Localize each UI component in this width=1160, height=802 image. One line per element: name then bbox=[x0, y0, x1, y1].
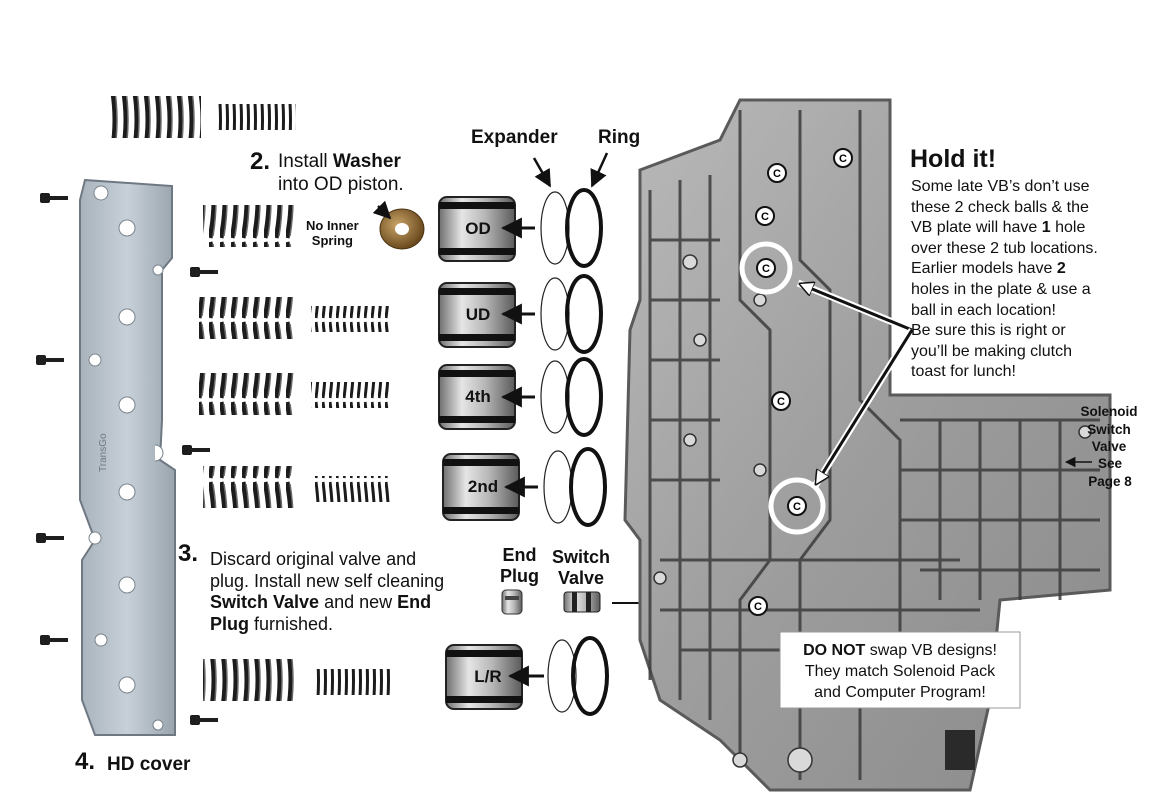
step-3-switch-valve: Switch Valve bbox=[210, 592, 320, 612]
piston-label-od: OD bbox=[465, 219, 491, 238]
solenoid-see-page-label: See Page 8 bbox=[1088, 456, 1132, 489]
piston-label-2nd: 2nd bbox=[467, 477, 499, 496]
highlight-circle-upper bbox=[739, 241, 793, 295]
piston-lr bbox=[445, 644, 523, 710]
hold-line-3: VB plate will have bbox=[911, 219, 1042, 237]
step-3-line2: plug. Install new self cleaning bbox=[210, 570, 445, 591]
4th-spring-inner bbox=[311, 382, 389, 408]
hold-line-2: these 2 check balls & the bbox=[911, 198, 1089, 216]
ud-spring-inner bbox=[311, 306, 389, 332]
warning-line-3: and Computer Program! bbox=[814, 684, 986, 701]
hold-it-arrows bbox=[796, 279, 915, 488]
check-ball: C bbox=[767, 163, 787, 183]
lr-spring-inner bbox=[314, 669, 390, 695]
springs bbox=[107, 96, 390, 701]
step-2-line2: into OD piston. bbox=[278, 174, 404, 195]
step-3-plug: Plug bbox=[210, 613, 249, 634]
top-spring-small bbox=[218, 104, 296, 130]
cover-brand-text: TransGo bbox=[98, 433, 109, 472]
warning-box-bg bbox=[779, 631, 1021, 709]
svg-text:C: C bbox=[761, 211, 769, 223]
check-ball: C bbox=[756, 258, 776, 278]
2nd-spring-inner bbox=[314, 476, 390, 502]
step-3-end: End bbox=[397, 592, 432, 612]
svg-text:C: C bbox=[793, 501, 801, 513]
end-plug-and-switch-valve bbox=[501, 589, 651, 615]
top-spring-large bbox=[107, 96, 201, 138]
expanders-and-rings bbox=[532, 152, 609, 716]
pistons bbox=[438, 196, 523, 710]
piston-4th bbox=[438, 364, 516, 430]
hold-line-10: toast for lunch! bbox=[911, 363, 1016, 381]
hold-line-7: ball in each location! bbox=[911, 301, 1056, 319]
hold-it-title: Hold it! bbox=[910, 145, 997, 173]
step-3-mid: and new bbox=[319, 592, 398, 612]
piston-arrows bbox=[500, 217, 544, 687]
highlight-circle-lower bbox=[768, 477, 826, 535]
2nd-spring-outer bbox=[203, 466, 297, 508]
check-ball: C bbox=[771, 391, 791, 411]
hd-cover-plate: TransGo bbox=[79, 178, 176, 736]
svg-text:C: C bbox=[773, 168, 781, 180]
hold-line-5-bold: 2 bbox=[1056, 260, 1066, 278]
hold-line-1: Some late VB’s don’t use bbox=[911, 178, 1090, 195]
step-2-number: 2. bbox=[250, 148, 271, 175]
step-2-line1: Install bbox=[278, 151, 333, 172]
hold-line-6: holes in the plate & use a bbox=[911, 280, 1091, 298]
cover-bolts bbox=[36, 193, 218, 725]
check-ball: C bbox=[787, 496, 807, 516]
svg-text:C: C bbox=[839, 153, 847, 165]
warning-line-2: They match Solenoid Pack bbox=[804, 663, 996, 680]
warning-do-not: DO NOT bbox=[803, 642, 866, 659]
od-spring bbox=[203, 205, 297, 247]
no-inner-spring-label: No Inner Spring bbox=[306, 218, 359, 248]
hold-line-3-bold: 1 bbox=[1041, 219, 1051, 237]
piston-label-lr: L/R bbox=[474, 667, 502, 686]
hold-line-9: you’ll be making clutch bbox=[911, 342, 1072, 360]
hold-line-4: over these 2 tub locations. bbox=[911, 239, 1098, 257]
check-ball: C bbox=[833, 148, 853, 168]
hold-line-5: Earlier models have bbox=[911, 260, 1057, 278]
ud-spring-outer bbox=[199, 297, 295, 339]
step-3-line1: Discard original valve and bbox=[210, 549, 417, 569]
lr-spring-outer bbox=[203, 659, 297, 701]
switch-valve-label: Switch Valve bbox=[552, 547, 611, 588]
check-ball: C bbox=[748, 596, 768, 616]
piston-label-4th: 4th bbox=[465, 387, 491, 406]
valve-body-casting bbox=[623, 98, 1112, 792]
piston-label-ud: UD bbox=[465, 305, 491, 324]
step-2-washer: Washer bbox=[332, 151, 401, 172]
expander-label: Expander bbox=[471, 127, 558, 148]
svg-text:C: C bbox=[777, 396, 785, 408]
step-4-number: 4. bbox=[75, 748, 96, 775]
warning-line-1: swap VB designs! bbox=[865, 642, 997, 659]
ring-label: Ring bbox=[598, 127, 641, 148]
check-ball: C bbox=[755, 206, 775, 226]
check-balls: C C C C C C C bbox=[739, 148, 853, 616]
solenoid-switch-valve-label: Solenoid Switch Valve bbox=[1080, 404, 1138, 454]
hold-it-text: Some late VB’s don’t use these 2 check ba… bbox=[911, 177, 1098, 383]
svg-text:C: C bbox=[762, 263, 770, 275]
end-plug-label: End Plug bbox=[500, 545, 539, 586]
hold-line-3-post: hole bbox=[1050, 219, 1086, 237]
step-3-tail: furnished. bbox=[249, 613, 334, 634]
4th-spring-outer bbox=[199, 373, 295, 415]
piston-od bbox=[438, 196, 516, 262]
warning-text: DO NOT swap VB designs! They match Soleno… bbox=[782, 640, 1018, 703]
od-washer bbox=[372, 200, 425, 250]
step-3-number: 3. bbox=[178, 540, 199, 567]
hold-line-8: Be sure this is right or bbox=[911, 322, 1066, 340]
step-4-label: HD cover bbox=[107, 754, 191, 775]
svg-text:C: C bbox=[754, 601, 762, 613]
